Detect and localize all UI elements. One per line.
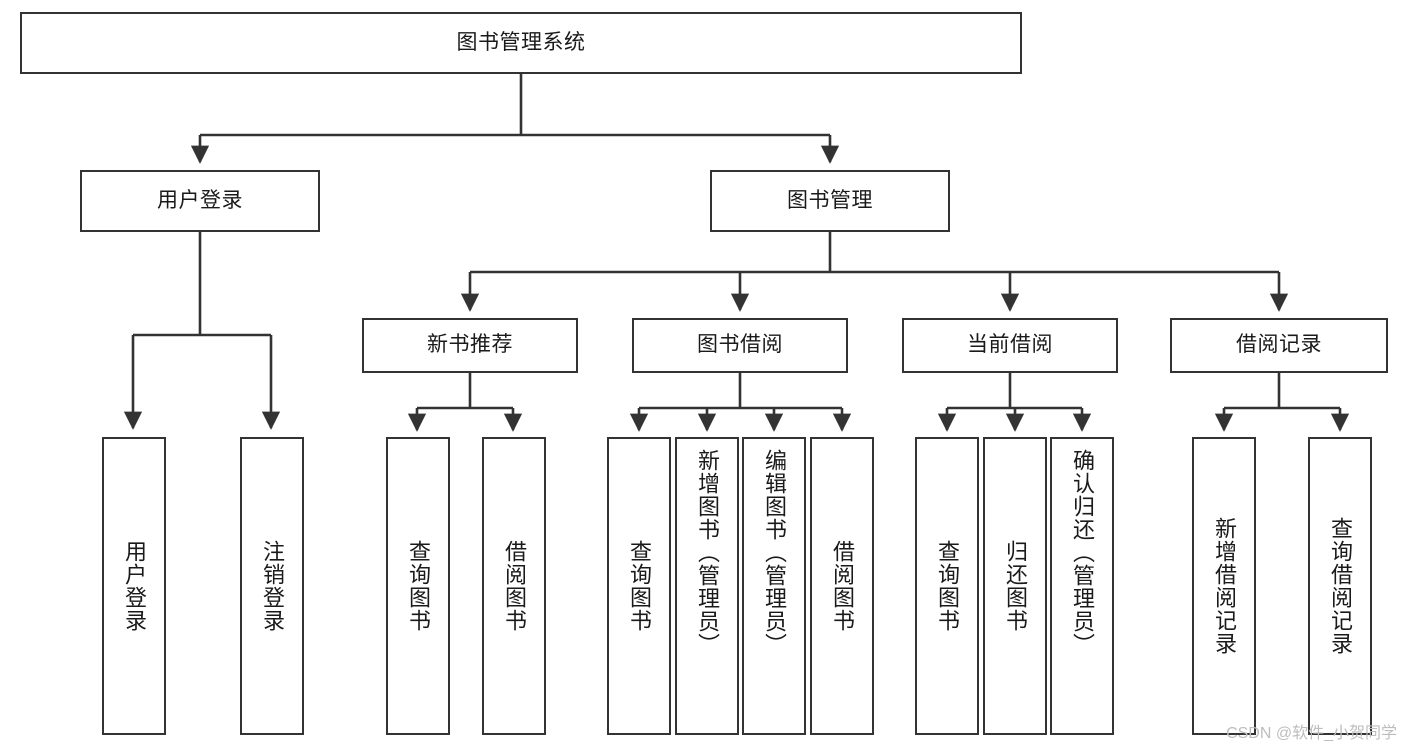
leaf-newbook-borrow-book[interactable]: 借阅图书	[482, 437, 546, 735]
node-label: 查询图书	[934, 540, 960, 632]
node-label: 用户登录	[121, 540, 147, 632]
node-label: 用户登录	[157, 188, 243, 212]
leaf-borrow-query-book[interactable]: 查询图书	[607, 437, 671, 735]
leaf-newbook-query-book[interactable]: 查询图书	[386, 437, 450, 735]
leaf-current-return-book[interactable]: 归还图书	[983, 437, 1047, 735]
node-label: 归还图书	[1002, 540, 1028, 632]
leaf-user-login[interactable]: 用户登录	[102, 437, 166, 735]
node-current-borrow[interactable]: 当前借阅	[902, 318, 1118, 373]
node-label: 借阅图书	[829, 540, 855, 632]
leaf-record-query-record[interactable]: 查询借阅记录	[1308, 437, 1372, 735]
node-label: 注销登录	[259, 540, 285, 632]
csdn-watermark: CSDN @软件_小贺同学	[1226, 725, 1397, 742]
node-user-login[interactable]: 用户登录	[80, 170, 320, 232]
node-label: 当前借阅	[967, 333, 1053, 357]
node-root-system[interactable]: 图书管理系统	[20, 12, 1022, 74]
leaf-current-confirm-return-admin[interactable]: 确认归还（管理员）	[1050, 437, 1114, 735]
node-label: 新增图书（管理员）	[694, 449, 720, 656]
node-label: 编辑图书（管理员）	[761, 449, 787, 656]
node-borrow-record[interactable]: 借阅记录	[1170, 318, 1388, 373]
node-label: 新增借阅记录	[1211, 517, 1237, 655]
node-book-borrow[interactable]: 图书借阅	[632, 318, 848, 373]
leaf-current-query-book[interactable]: 查询图书	[915, 437, 979, 735]
leaf-record-add-record[interactable]: 新增借阅记录	[1192, 437, 1256, 735]
leaf-borrow-edit-book-admin[interactable]: 编辑图书（管理员）	[742, 437, 806, 735]
node-label: 图书管理	[787, 188, 873, 212]
node-new-book-recommend[interactable]: 新书推荐	[362, 318, 578, 373]
node-label: 图书管理系统	[456, 30, 586, 54]
node-label: 图书借阅	[697, 333, 783, 357]
node-label: 新书推荐	[427, 333, 513, 357]
leaf-borrow-borrow-book[interactable]: 借阅图书	[810, 437, 874, 735]
leaf-borrow-add-book-admin[interactable]: 新增图书（管理员）	[675, 437, 739, 735]
node-label: 确认归还（管理员）	[1069, 449, 1095, 656]
node-book-management[interactable]: 图书管理	[710, 170, 950, 232]
leaf-user-logout[interactable]: 注销登录	[240, 437, 304, 735]
node-label: 查询图书	[405, 540, 431, 632]
node-label: 查询借阅记录	[1327, 517, 1353, 655]
node-label: 借阅图书	[501, 540, 527, 632]
node-label: 查询图书	[626, 540, 652, 632]
node-label: 借阅记录	[1236, 333, 1322, 357]
